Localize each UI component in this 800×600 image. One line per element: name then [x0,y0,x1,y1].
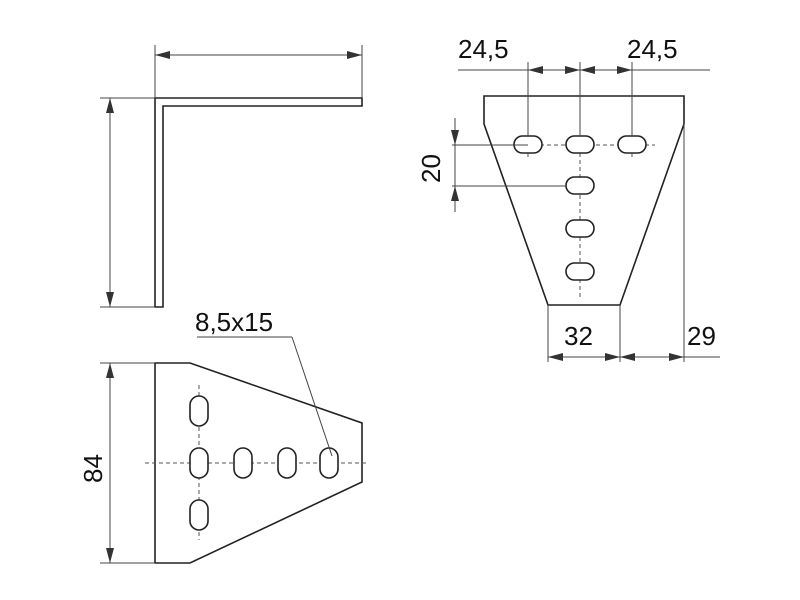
slot [565,176,595,195]
dimension-84: 84 [78,454,108,483]
l-profile-outline [154,97,363,308]
bottom-view: 8,5x15 84 [78,307,368,564]
dimension-29: 29 [687,321,716,351]
slot [189,447,209,479]
slot [565,135,595,154]
slot [233,447,253,479]
slot [319,447,339,479]
slot-leader-line [291,336,333,457]
dimension-32: 32 [564,321,593,351]
dimension-20: 20 [416,154,446,183]
dimension-24-5-left: 24,5 [458,34,509,64]
dimension-slot-size: 8,5x15 [195,307,273,337]
side-view [100,45,363,308]
slot [565,219,595,238]
slot [277,447,297,479]
slot [189,395,209,427]
slot [617,135,647,154]
dimension-24-5-right: 24,5 [627,34,678,64]
slot [565,262,595,281]
slot [189,499,209,531]
front-view: 24,5 24,5 20 32 29 [416,34,720,362]
